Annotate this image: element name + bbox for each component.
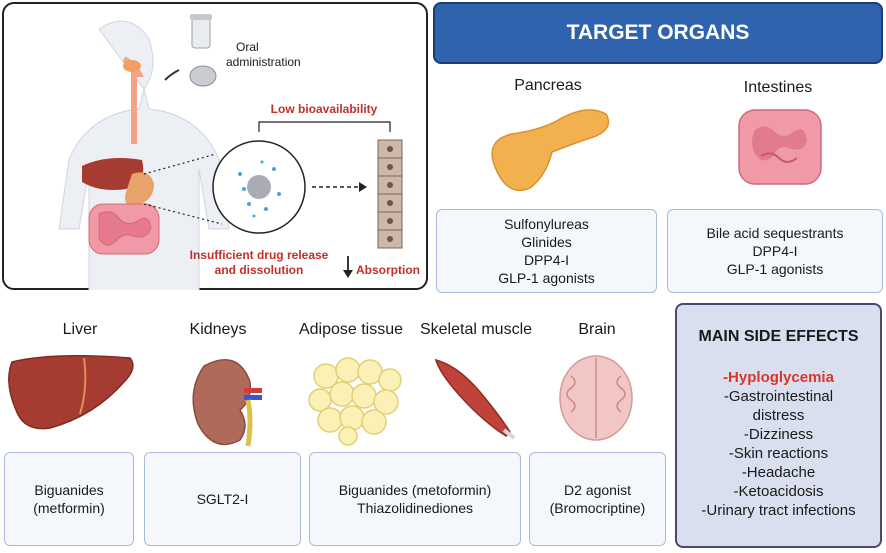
drug-item: Biguanides (metoformin) <box>338 482 492 498</box>
kidneys-label: Kidneys <box>189 321 247 338</box>
intestines-label: Intestines <box>743 79 813 96</box>
human-body-illustration <box>58 14 403 290</box>
drug-item: DPP4-I <box>752 243 798 259</box>
side-effects-title: MAIN SIDE EFFECTS <box>698 328 859 345</box>
kidneys-drug-box: SGLT2-I <box>144 452 301 546</box>
low-bioavailability-label: Low bioavailability <box>270 102 378 116</box>
skeletal-muscle-label: Skeletal muscle <box>419 321 533 338</box>
pancreas-icon <box>491 109 610 191</box>
target-organs-header: TARGET ORGANS <box>433 2 883 64</box>
side-effect-item: -Hyploglycemia <box>723 369 834 386</box>
side-effect-item: -Urinary tract infections <box>701 502 856 519</box>
drug-item: (metformin) <box>33 500 105 516</box>
drug-item: Sulfonylureas <box>504 216 589 232</box>
drug-item: D2 agonist <box>564 482 631 498</box>
drug-item: Glinides <box>521 234 572 250</box>
drug-item: GLP-1 agonists <box>726 261 824 277</box>
oral-administration-label: Oral administration <box>226 40 301 69</box>
drug-item: Biguanides <box>34 482 104 498</box>
pancreas-drug-box: Sulfonylureas Glinides DPP4-I GLP-1 agon… <box>436 209 657 293</box>
drug-item: Thiazolidinediones <box>357 500 473 516</box>
adipose-tissue-label: Adipose tissue <box>298 321 404 338</box>
drug-absorption-panel: Oral administration Low bioavailability … <box>2 2 428 290</box>
side-effects-box: MAIN SIDE EFFECTS -Hyploglycemia -Gastro… <box>675 303 882 548</box>
adipose-tissue-icon <box>308 357 402 446</box>
liver-label: Liver <box>62 321 98 338</box>
liver-drug-box: Biguanides (metformin) <box>4 452 134 546</box>
kidney-icon <box>192 359 262 447</box>
side-effect-item: -Headache <box>741 464 816 481</box>
side-effect-item: -Dizziness <box>743 426 814 443</box>
drug-item: GLP-1 agonists <box>498 270 595 286</box>
brain-label: Brain <box>578 321 616 338</box>
brain-drug-box: D2 agonist (Bromocriptine) <box>529 452 666 546</box>
pancreas-label: Pancreas <box>514 77 582 94</box>
side-effect-item: -Gastrointestinal <box>723 388 834 405</box>
insufficient-release-label: Insufficient drug release and dissolutio… <box>189 248 329 277</box>
side-effect-item: -Ketoacidosis <box>733 483 824 500</box>
drug-item: (Bromocriptine) <box>549 500 646 516</box>
drug-item: SGLT2-I <box>196 491 249 507</box>
absorption-label: Absorption <box>356 263 420 277</box>
intestines-icon <box>738 109 822 185</box>
liver-icon <box>8 355 134 430</box>
intestines-drug-box: Bile acid sequestrants DPP4-I GLP-1 agon… <box>667 209 883 293</box>
side-effect-item: -Skin reactions <box>728 445 829 462</box>
drug-item: DPP4-I <box>523 252 570 268</box>
side-effect-item: distress <box>752 407 805 424</box>
adipose-skeletal-drug-box: Biguanides (metoformin) Thiazolidinedion… <box>309 452 521 546</box>
drug-item: Bile acid sequestrants <box>706 225 844 241</box>
skeletal-muscle-icon <box>434 358 516 440</box>
brain-icon <box>559 355 633 441</box>
